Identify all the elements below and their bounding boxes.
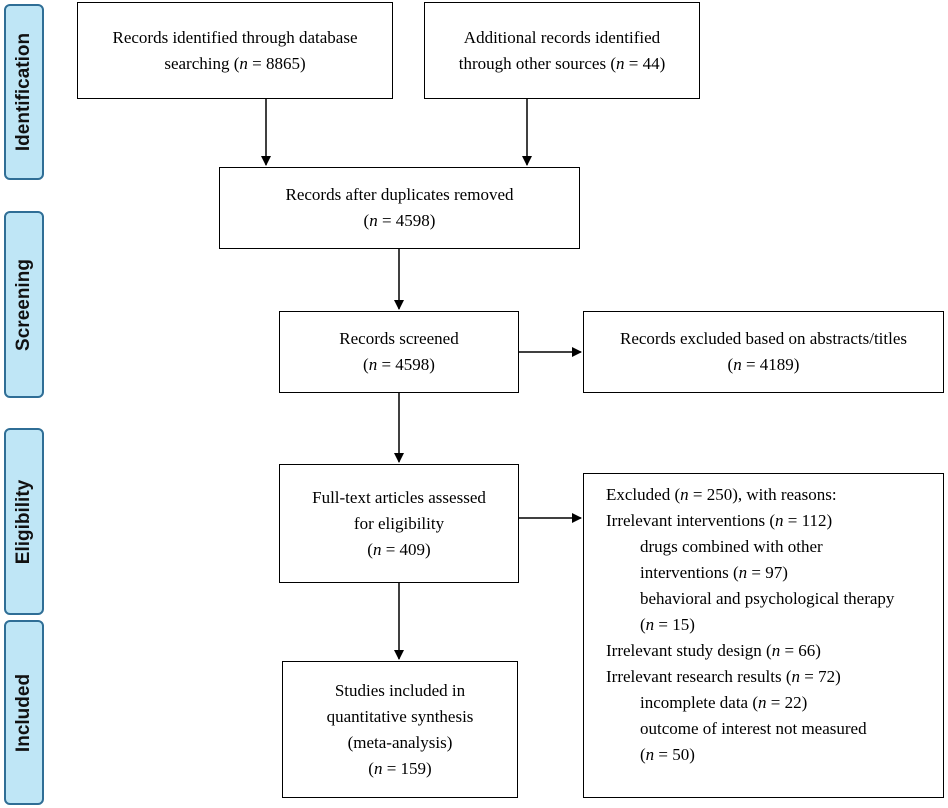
database-records-line1: Records identified through database [112, 27, 358, 47]
records-screened-box: Records screened (n = 4598) [279, 311, 519, 393]
other-sources-box: Additional records identified through ot… [424, 2, 700, 99]
other-sources-line1: Additional records identified [463, 27, 661, 47]
records-screened-line2: (n = 4598) [363, 355, 435, 374]
drugs-combined-line: drugs combined with other [640, 537, 823, 556]
excluded-abstracts-line1: Records excluded based on abstracts/titl… [619, 329, 908, 348]
database-records-box: Records identified through database sear… [77, 2, 393, 99]
outcome-not-measured-line: outcome of interest not measured [640, 719, 867, 738]
full-text-line3: (n = 409) [367, 539, 431, 559]
outcome-not-measured-count-line: (n = 50) [640, 745, 695, 764]
excluded-reasons-box: Excluded (n = 250), with reasons: Irrele… [583, 473, 944, 798]
phase-identification: Identification [4, 4, 44, 180]
studies-included-line1: Studies included in [334, 680, 466, 700]
irrelevant-interventions-line: Irrelevant interventions (n = 112) [606, 511, 833, 530]
studies-included-box: Studies included in quantitative synthes… [282, 661, 518, 798]
phase-included: Included [4, 620, 44, 805]
phase-eligibility: Eligibility [4, 428, 44, 615]
full-text-assessed-box: Full-text articles assessed for eligibil… [279, 464, 519, 583]
full-text-line1: Full-text articles assessed [312, 487, 486, 507]
incomplete-data-line: incomplete data (n = 22) [640, 693, 808, 712]
excluded-total-line: Excluded (n = 250), with reasons: [606, 485, 837, 504]
full-text-line2: for eligibility [353, 513, 445, 533]
studies-included-line3: (meta-analysis) [347, 732, 453, 752]
irrelevant-study-design-line: Irrelevant study design (n = 66) [606, 641, 821, 660]
excluded-abstracts-line2: (n = 4189) [727, 355, 800, 374]
drugs-combined-count-line: interventions (n = 97) [640, 563, 788, 582]
duplicates-removed-box: Records after duplicates removed (n = 45… [219, 167, 580, 249]
irrelevant-results-line: Irrelevant research results (n = 72) [606, 667, 841, 686]
phase-screening: Screening [4, 211, 44, 398]
database-records-line2: searching (n = 8865) [164, 53, 306, 73]
excluded-abstracts-box: Records excluded based on abstracts/titl… [583, 311, 944, 393]
duplicates-removed-line2: (n = 4598) [363, 211, 436, 230]
studies-included-line2: quantitative synthesis [326, 706, 474, 726]
duplicates-removed-line1: Records after duplicates removed [285, 185, 514, 204]
other-sources-line2: through other sources (n = 44) [458, 53, 666, 73]
behavioral-therapy-line: behavioral and psychological therapy [640, 589, 895, 608]
records-screened-line1: Records screened [339, 329, 459, 348]
behavioral-therapy-count-line: (n = 15) [640, 615, 695, 634]
studies-included-line4: (n = 159) [368, 758, 432, 778]
